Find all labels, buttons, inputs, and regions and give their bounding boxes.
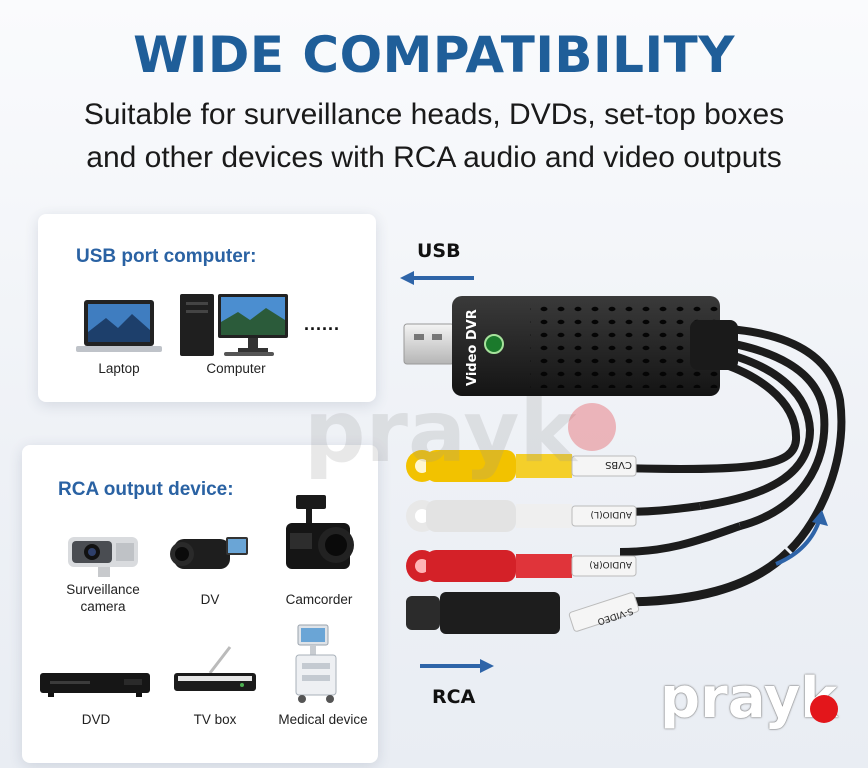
audio-left-tag: AUDIO(L) [591, 509, 632, 519]
rca-arrow-label: RCA [432, 686, 476, 708]
rca-card-title: RCA output device: [58, 479, 234, 500]
audio-right-tag: AUDIO(R) [589, 559, 632, 569]
left-arrow-icon [400, 271, 474, 285]
more-devices-ellipsis: ...... [304, 314, 341, 334]
device-body-label: Video DVR [465, 309, 480, 386]
cvbs-tag: CVBS [605, 459, 632, 470]
usb-video-capture-device: Video DVR CVBS AUDIO(L) AUDIO(R) S-VIDEO [403, 296, 846, 634]
usb-computer-card: USB port computer: Laptop Computer .....… [38, 214, 376, 402]
dvd-label: DVD [81, 712, 111, 727]
usb-arrow-label: USB [417, 240, 461, 262]
medical-device-label: Medical device [278, 712, 368, 727]
subtitle-line-2: and other devices with RCA audio and vid… [86, 141, 782, 174]
rca-output-card: RCA output device: Surveillance camera D… [22, 445, 378, 763]
dvd-player-icon [40, 673, 150, 697]
camcorder-label: Camcorder [285, 592, 353, 607]
dv-label: DV [200, 592, 220, 607]
usb-card-title: USB port computer: [76, 246, 257, 267]
tv-box-label: TV box [193, 712, 237, 727]
subtitle-line-1: Suitable for surveillance heads, DVDs, s… [83, 98, 785, 131]
surveillance-camera-icon [68, 537, 138, 577]
camcorder-icon [286, 495, 354, 569]
dv-camera-icon [170, 537, 248, 569]
laptop-icon [76, 300, 162, 352]
right-arrow-icon [420, 659, 494, 673]
laptop-label: Laptop [98, 361, 140, 376]
s-video-connector: S-VIDEO [406, 592, 640, 634]
medical-device-icon [295, 624, 337, 703]
surveillance-camera-label: Surveillance camera [66, 582, 140, 614]
curved-arrow-icon [775, 510, 828, 566]
tv-box-icon [174, 646, 256, 691]
watermark-corner: prayk [660, 666, 838, 731]
cvbs-connector: CVBS [406, 450, 637, 482]
watermark-center: prayk [304, 382, 577, 482]
computer-label: Computer [206, 361, 266, 376]
desktop-computer-icon [180, 294, 288, 356]
watermark-center-dot [568, 403, 616, 451]
headline: WIDE COMPATIBILITY [133, 26, 735, 84]
audio-right-connector: AUDIO(R) [406, 550, 637, 582]
watermark-corner-dot [810, 695, 838, 723]
audio-left-connector: AUDIO(L) [406, 500, 637, 532]
